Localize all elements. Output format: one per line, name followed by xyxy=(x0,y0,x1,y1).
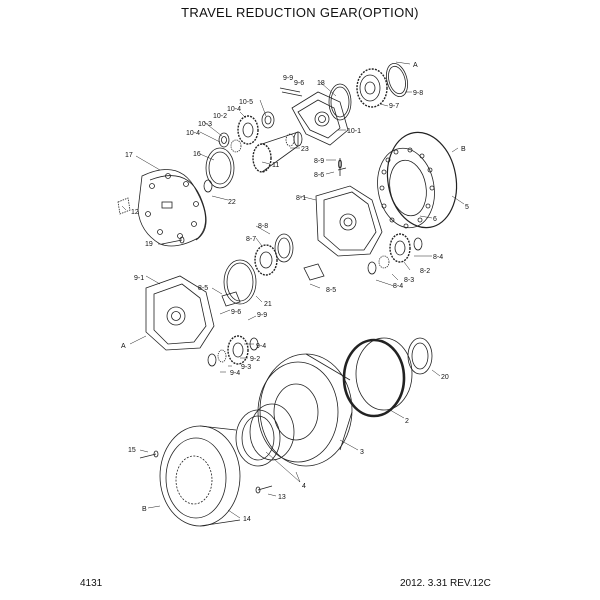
callout-B2: B xyxy=(142,506,147,513)
washer-8-4 xyxy=(367,237,423,275)
callout-9-9b: 9-9 xyxy=(257,312,267,319)
callout-8-5b: 8-5 xyxy=(326,287,336,294)
floating-seal-2 xyxy=(342,337,413,418)
thrust-ring-8-8 xyxy=(274,233,294,263)
callout-10-4: 10-4 xyxy=(227,106,241,113)
bolt-13 xyxy=(255,485,273,494)
gear-9-7 xyxy=(356,68,388,108)
planet-gear-8-2 xyxy=(389,233,411,263)
needle-bearing-9-3 xyxy=(217,349,227,363)
callout-9-1: 9-1 xyxy=(134,275,144,282)
callout-9-8: 9-8 xyxy=(413,90,423,97)
callouts: 9-9 9-6 18 A 9-8 9-7 10-5 10-4 10-2 10-3… xyxy=(121,62,469,523)
ring-gear-6 xyxy=(377,147,435,229)
callout-9-4b: 9-4 xyxy=(230,370,240,377)
pin-23 xyxy=(285,133,295,147)
callout-17: 17 xyxy=(125,152,133,159)
callout-8-9: 8-9 xyxy=(314,158,324,165)
callout-8-2: 8-2 xyxy=(420,268,430,275)
bolt-19 xyxy=(161,236,185,245)
callout-23: 23 xyxy=(301,146,309,153)
callout-10-2: 10-2 xyxy=(213,113,227,120)
cover-17 xyxy=(137,169,207,247)
callout-8-5: 8-5 xyxy=(198,285,208,292)
callout-14: 14 xyxy=(243,516,251,523)
callout-10-5: 10-5 xyxy=(239,99,253,106)
washer-10-4 xyxy=(218,132,230,148)
o-ring-5 xyxy=(386,131,458,229)
callout-18: 18 xyxy=(317,80,325,87)
callout-8-4b: 8-4 xyxy=(393,283,403,290)
revision-date: 2012. 3.31 REV.12C xyxy=(400,578,491,589)
callout-B: B xyxy=(461,146,466,153)
callout-A2: A xyxy=(121,343,126,350)
callout-9-4: 9-4 xyxy=(256,343,266,350)
callout-8-6: 8-6 xyxy=(314,172,324,179)
callout-19: 19 xyxy=(145,241,153,248)
callout-9-2: 9-2 xyxy=(250,356,260,363)
needle-bearing-8-3 xyxy=(378,255,390,269)
thrust-plate-16 xyxy=(205,147,235,189)
sun-gear-8-7 xyxy=(254,244,278,276)
callout-8-8: 8-8 xyxy=(258,223,268,230)
callout-8-3: 8-3 xyxy=(404,277,414,284)
callout-22: 22 xyxy=(228,199,236,206)
bearing-10-5 xyxy=(261,111,275,129)
o-ring-21 xyxy=(223,259,257,305)
ring-9-8 xyxy=(385,62,409,98)
pin-8-5-lower xyxy=(221,291,241,307)
drum-14 xyxy=(159,425,241,527)
callout-9-7: 9-7 xyxy=(389,103,399,110)
plug-12 xyxy=(117,197,131,215)
callout-8-7: 8-7 xyxy=(246,236,256,243)
callout-9-6: 9-6 xyxy=(294,80,304,87)
callout-12: 12 xyxy=(131,209,139,216)
bolt-15 xyxy=(139,450,159,459)
carrier-8-1 xyxy=(315,158,383,257)
callout-20: 20 xyxy=(441,374,449,381)
carrier-10-1 xyxy=(279,87,349,146)
callout-2: 2 xyxy=(405,418,409,425)
bearing-4 xyxy=(235,403,295,467)
callout-9-3: 9-3 xyxy=(241,364,251,371)
callout-13: 13 xyxy=(278,494,286,501)
callout-5: 5 xyxy=(465,204,469,211)
sun-gear-11 xyxy=(252,131,303,173)
callout-9-9: 9-9 xyxy=(283,75,293,82)
callout-A: A xyxy=(413,62,418,69)
callout-21: 21 xyxy=(264,301,272,308)
callout-8-1: 8-1 xyxy=(296,195,306,202)
callout-3: 3 xyxy=(360,449,364,456)
callout-15: 15 xyxy=(128,447,136,454)
gear-10-2 xyxy=(237,115,259,145)
thrust-washer-18 xyxy=(328,83,352,121)
callout-6: 6 xyxy=(433,216,437,223)
needle-bearing-10-3 xyxy=(230,139,242,153)
callout-10-3: 10-3 xyxy=(198,121,212,128)
page-title: TRAVEL REDUCTION GEAR(OPTION) xyxy=(181,5,419,20)
pin-8-5 xyxy=(303,263,325,281)
planet-gear-9-2 xyxy=(227,335,249,365)
carrier-9-1 xyxy=(145,275,215,351)
callout-10-4b: 10-4 xyxy=(186,130,200,137)
page-number: 4131 xyxy=(80,578,103,589)
callout-9-6b: 9-6 xyxy=(231,309,241,316)
callout-11: 11 xyxy=(272,162,279,169)
plug-22 xyxy=(203,179,213,193)
callout-8-4: 8-4 xyxy=(433,254,443,261)
callout-4: 4 xyxy=(302,483,306,490)
callout-10-1: 10-1 xyxy=(347,128,361,135)
leader-lines xyxy=(121,61,465,519)
callout-16: 16 xyxy=(193,151,201,158)
